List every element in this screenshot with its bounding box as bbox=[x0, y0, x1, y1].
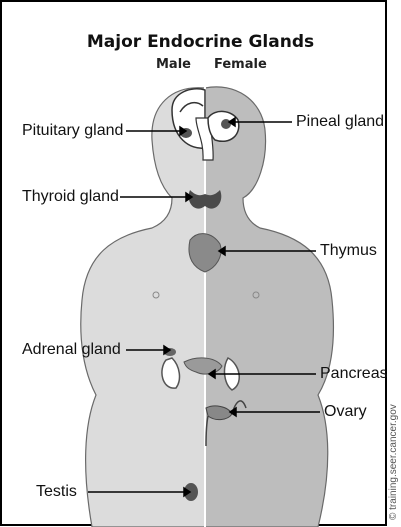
label-thymus: Thymus bbox=[320, 242, 377, 260]
label-pineal-gland: Pineal gland bbox=[296, 113, 384, 131]
label-pancreas: Pancreas bbox=[320, 365, 388, 383]
label-adrenal-gland: Adrenal gland bbox=[22, 341, 121, 359]
label-pituitary-gland: Pituitary gland bbox=[22, 122, 123, 140]
label-thyroid-gland: Thyroid gland bbox=[22, 188, 119, 206]
diagram-title: Major Endocrine Glands bbox=[0, 32, 401, 52]
male-label: Male bbox=[156, 57, 191, 72]
label-testis: Testis bbox=[36, 483, 77, 501]
female-label: Female bbox=[214, 57, 267, 72]
label-ovary: Ovary bbox=[324, 403, 367, 421]
pineal-gland-icon bbox=[221, 119, 231, 129]
source-credit: © training.seer.cancer.gov bbox=[388, 404, 399, 520]
